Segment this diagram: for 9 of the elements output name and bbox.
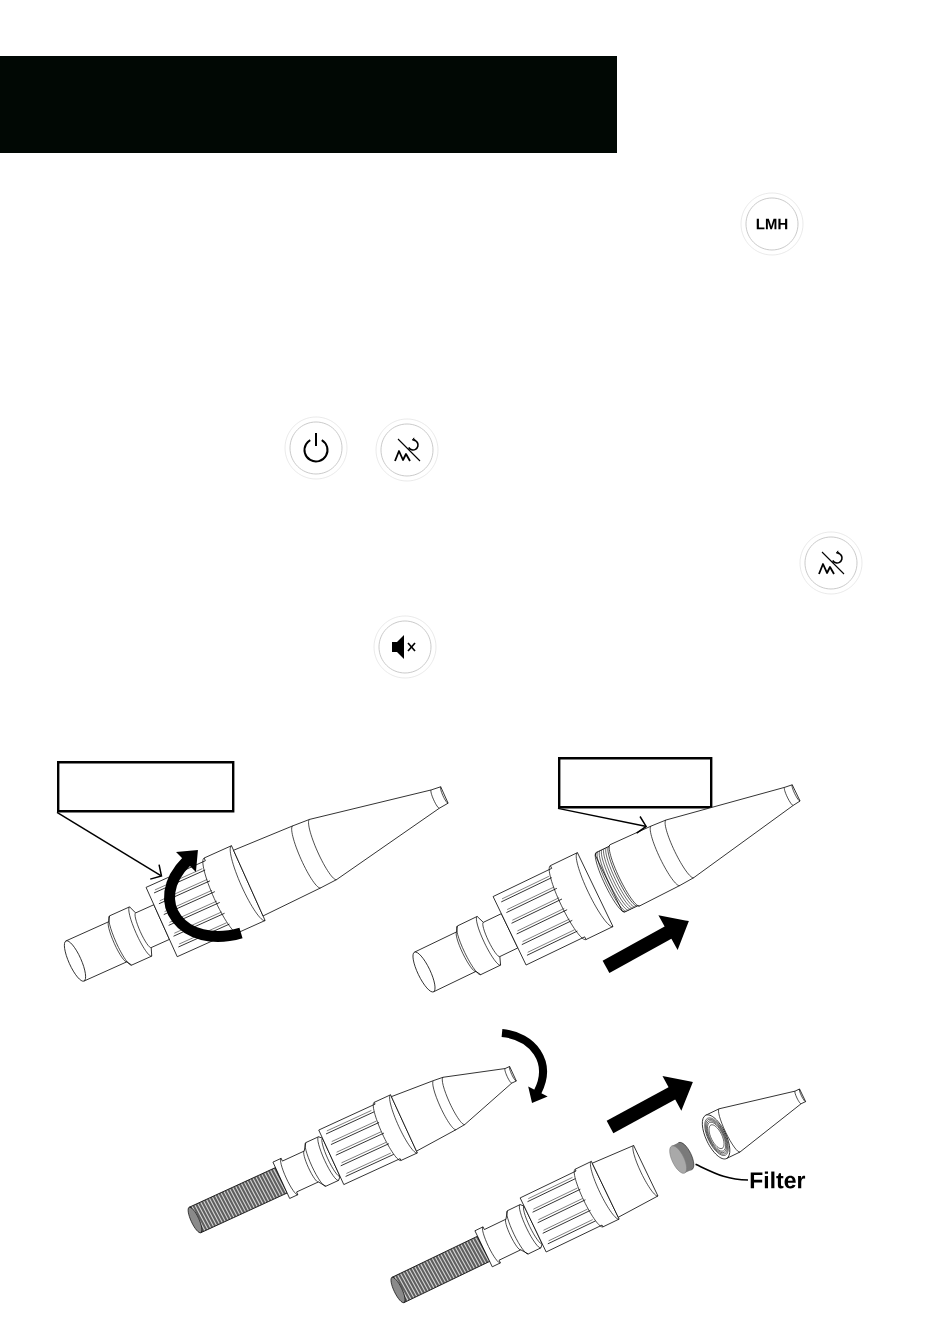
level-button: LMH xyxy=(740,192,804,256)
filter-label: Filter xyxy=(750,1171,806,1189)
callout-box xyxy=(57,761,235,813)
knurled-nut xyxy=(492,852,614,966)
nozzle xyxy=(233,786,449,917)
leader-line xyxy=(557,807,648,834)
leader-line xyxy=(56,811,163,880)
leader-line xyxy=(694,1163,749,1181)
callout-box xyxy=(558,757,713,809)
